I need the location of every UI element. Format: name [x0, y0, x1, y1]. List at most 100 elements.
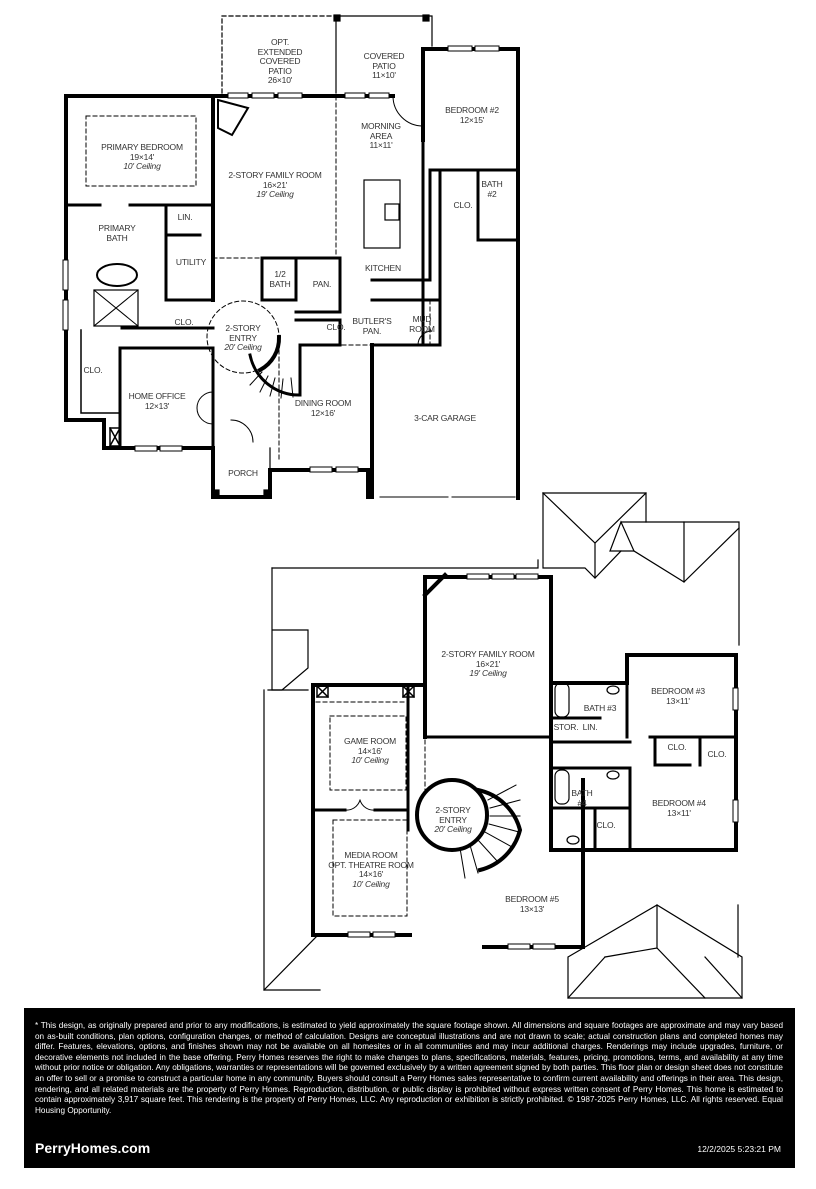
room-label-stor: STOR.: [553, 722, 579, 733]
room-name: UTILITY: [175, 257, 207, 267]
room-dimensions: 16×21': [262, 179, 288, 190]
room-name: 2-STORY: [435, 805, 471, 815]
room-name: CLO.: [596, 820, 616, 830]
room-name: #2: [487, 188, 497, 199]
room-dimensions: 26×10': [267, 75, 293, 85]
room-label-clo-bath2: CLO.: [453, 200, 473, 211]
room-name: CLO.: [83, 365, 103, 375]
room-name: LIN.: [582, 722, 598, 732]
floor-plan-drawing: [62, 14, 743, 999]
tub-icon: [96, 263, 138, 287]
room-name: BATH: [481, 179, 503, 189]
room-name: KITCHEN: [365, 263, 401, 273]
room-name: ENTRY: [229, 332, 257, 343]
room-ceiling-height: 10' Ceiling: [123, 161, 161, 171]
room-ceiling-height: 10' Ceiling: [352, 878, 390, 889]
room-label-lin: LIN.: [177, 212, 193, 223]
room-ceiling-height: 20' Ceiling: [224, 342, 262, 352]
column-markers: [108, 426, 416, 699]
room-name: PATIO: [372, 60, 396, 71]
room-name: DINING ROOM: [294, 398, 352, 408]
room-name: LIN.: [177, 212, 193, 222]
room-dimensions: 12×15': [459, 114, 485, 125]
room-name: BEDROOM #2: [445, 105, 499, 115]
room-name: CLO.: [326, 322, 346, 332]
first-floor-windows: [62, 45, 500, 473]
room-label-bath-4: BATH#4: [571, 788, 592, 808]
room-name: GAME ROOM: [343, 736, 397, 746]
room-label-bath-2: BATH#2: [481, 179, 503, 199]
disclaimer-footer: * This design, as originally prepared an…: [24, 1008, 795, 1168]
room-name: MEDIA ROOM: [344, 850, 398, 860]
room-name: PAN.: [312, 279, 332, 289]
room-name: STOR.: [553, 722, 579, 732]
room-name: 2-STORY FAMILY ROOM: [441, 649, 535, 659]
room-dimensions: 13×11': [666, 695, 690, 706]
disclaimer-text: * This design, as originally prepared an…: [35, 1021, 783, 1115]
room-name: BATH: [106, 232, 128, 243]
room-name: EXTENDED: [257, 46, 303, 57]
room-name: BUTLER'S: [352, 316, 392, 326]
room-ceiling-height: 19' Ceiling: [256, 189, 294, 199]
room-name: MUD: [412, 314, 432, 324]
room-ceiling-height: 20' Ceiling: [434, 824, 472, 834]
room-label-bath-3: BATH #3: [583, 703, 617, 714]
porch-outline: [212, 447, 271, 498]
room-name: #4: [577, 797, 587, 808]
room-name: PORCH: [228, 468, 258, 478]
room-label-lin-2: LIN.: [582, 722, 598, 733]
room-name: AREA: [369, 130, 393, 141]
second-floor-windows: [347, 573, 739, 950]
room-dimensions: 14×16': [357, 745, 383, 756]
room-dimensions: 14×16': [358, 869, 384, 879]
room-label-clo-bed3: CLO.: [667, 742, 687, 753]
room-dimensions: 13×11': [667, 807, 691, 818]
room-label-clo-entry: CLO.: [326, 322, 346, 333]
room-name: CLO.: [174, 317, 194, 327]
room-name: ROOM: [409, 323, 435, 334]
roof-outlines: [263, 492, 743, 999]
first-floor-dashed-openings: [212, 95, 431, 461]
room-name: 3-CAR GARAGE: [414, 413, 476, 423]
room-name: ENTRY: [439, 814, 467, 825]
kitchen-island: [363, 179, 401, 249]
room-name: BEDROOM #5: [505, 894, 559, 904]
room-label-clo-bath4: CLO.: [596, 820, 616, 831]
room-name: MORNING: [361, 121, 401, 131]
room-name: COVERED: [363, 51, 405, 61]
room-name: PATIO: [268, 65, 292, 76]
room-name: 2-STORY FAMILY ROOM: [228, 170, 322, 180]
room-label-porch: PORCH: [228, 468, 258, 479]
room-dimensions: 11×10': [372, 70, 396, 80]
room-name: HOME OFFICE: [128, 391, 186, 401]
room-name: CLO.: [667, 742, 687, 752]
entry-circle-2: [415, 778, 489, 852]
brand-link[interactable]: PerryHomes.com: [35, 1140, 151, 1156]
room-name: CLO.: [453, 200, 473, 210]
room-dimensions: 12×16': [310, 407, 336, 418]
room-label-clo-walkin: CLO.: [83, 365, 103, 376]
room-name: OPT. THEATRE ROOM: [328, 859, 414, 870]
room-label-pantry: PAN.: [312, 279, 332, 290]
room-name: BATH #3: [583, 703, 617, 713]
room-dimensions: 11×11': [369, 140, 393, 150]
room-ceiling-height: 10' Ceiling: [351, 755, 389, 765]
first-floor-patios: [221, 14, 433, 94]
fireplace-icon: [217, 98, 250, 137]
room-name: BEDROOM #4: [652, 798, 706, 808]
second-floor-interior-walls: [311, 572, 738, 852]
timestamp: 12/2/2025 5:23:21 PM: [697, 1144, 781, 1154]
